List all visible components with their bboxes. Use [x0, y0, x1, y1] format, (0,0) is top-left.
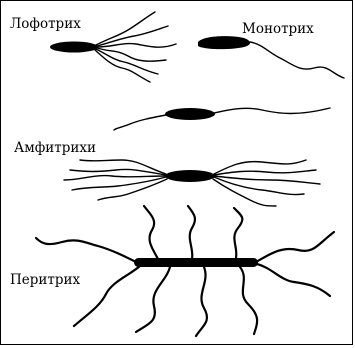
flagellum: [144, 206, 158, 259]
peritrichous-flagella: [36, 206, 334, 336]
amphitrichous-tufted-cell: [165, 170, 215, 182]
flagellum: [70, 169, 166, 175]
lophotrichous-group: Лофотрих: [10, 12, 176, 82]
lophotrichous-flagella: [95, 12, 176, 82]
flagellum: [36, 238, 136, 262]
flagellum: [256, 232, 334, 262]
amphitrichous-single-group: [114, 108, 330, 130]
flagellum: [96, 12, 155, 45]
flagellum: [234, 208, 242, 258]
flagellum: [72, 177, 166, 190]
monotrichous-label: Монотрих: [242, 21, 314, 37]
flagellum: [214, 170, 316, 175]
flagellum: [74, 266, 140, 326]
flagellum: [136, 267, 170, 332]
flagellum: [213, 179, 276, 206]
monotrichous-group: Монотрих: [198, 21, 344, 78]
monotrichous-cell: [198, 36, 250, 49]
flagellum: [196, 267, 207, 336]
flagellum: [98, 179, 167, 200]
amphitrichous-left-tuft: [64, 160, 167, 200]
peritrichous-cell: [134, 258, 258, 267]
peritrichous-label: Перитрих: [10, 272, 81, 288]
lophotrichous-label: Лофотрих: [10, 16, 81, 32]
amphitrichous-left-flagellum: [114, 115, 166, 130]
flagellum: [257, 264, 330, 296]
monotrichous-flagellum: [250, 42, 344, 78]
flagellum: [64, 176, 166, 180]
amphitrichous-label: Амфитрихи: [14, 140, 96, 156]
amphitrichous-tufted-group: Амфитрихи: [14, 140, 320, 206]
amphitrichous-single-cell: [165, 108, 215, 120]
flagellum: [188, 206, 195, 259]
flagellum: [97, 44, 176, 48]
flagellum: [95, 50, 150, 82]
amphitrichous-right-tuft: [213, 160, 320, 206]
amphitrichous-right-flagellum: [214, 108, 330, 114]
flagellum: [240, 267, 257, 334]
peritrichous-group: Перитрих: [10, 206, 334, 336]
lophotrichous-cell: [50, 42, 98, 53]
